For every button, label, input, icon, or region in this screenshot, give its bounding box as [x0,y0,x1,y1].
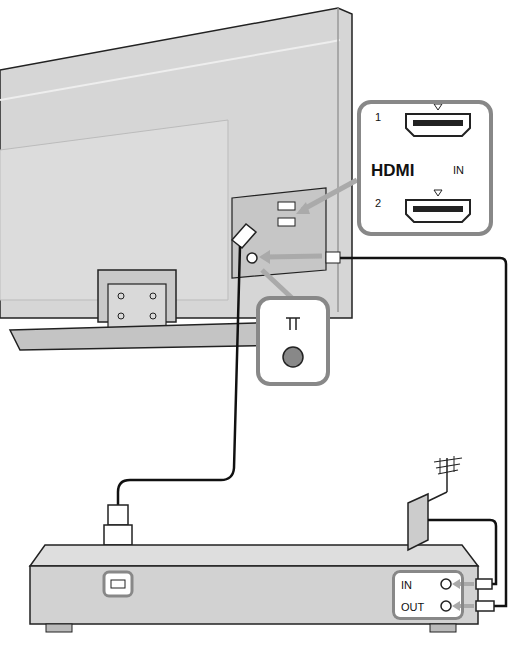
recorder-hdmi-port [111,580,125,588]
port-label: IN [401,580,412,591]
arrowhead [452,579,460,589]
antenna-element [454,456,455,472]
hdmi-cable [118,246,240,505]
antenna-element [440,458,441,474]
coax-plug [326,252,340,263]
arrowhead [296,202,310,214]
coax-plug [476,579,492,589]
terminal-panel: IN OUT [392,570,464,620]
screw [150,313,156,319]
hdmi-plug [104,525,132,545]
recorder-body [30,566,478,624]
antenna-port-icon [283,347,303,367]
hdmi-port-pins [413,120,463,126]
recorder-foot [430,624,456,632]
recorder-foot [46,624,72,632]
hdmi-port [278,202,295,210]
antenna-callout [258,298,328,384]
hdmi-port-icon [406,114,470,136]
port-label: 2 [375,198,381,209]
wall-plate [408,494,428,550]
antenna-symbol [289,318,291,330]
screw [118,313,124,319]
antenna-symbol [295,318,297,330]
connector-callout: 1HDMI IN 2 [357,100,493,236]
screw [118,293,124,299]
tv-edge [337,8,339,312]
callout-ground [357,100,493,236]
screw [150,293,156,299]
hdmi-port [278,218,295,226]
arrowhead [452,601,460,611]
antenna-port [247,253,257,263]
rf-in-port [441,579,451,589]
port-marker [434,104,442,110]
terminal-ground [392,570,464,620]
tv-antenna-cable [340,258,506,606]
port-label: IN [453,165,464,176]
antenna-symbol [286,317,300,319]
callout-leader [266,256,322,257]
callout-leader [302,180,357,210]
tv-bevel [0,40,340,100]
antenna-element [438,470,458,474]
coax-plug [476,601,494,611]
connector-panel [232,188,326,278]
hdmi-plug [232,224,256,248]
insert-arrow [458,582,474,586]
insert-arrow [458,604,474,608]
arrowhead [259,250,270,264]
port-marker [434,190,442,196]
interface-logo: HDMI [371,162,414,179]
port-label: 1 [375,112,381,123]
hdmi-plug [108,505,128,525]
hdmi-port-icon [406,200,470,222]
callout-leader [262,270,292,298]
hdmi-port-pins [413,206,463,212]
port-label: OUT [401,602,424,613]
rf-out-port [441,601,451,611]
antenna-element [434,458,462,462]
screw-plate [108,284,166,328]
hdmi-port-frame [104,572,132,596]
antenna-mast [446,458,448,492]
